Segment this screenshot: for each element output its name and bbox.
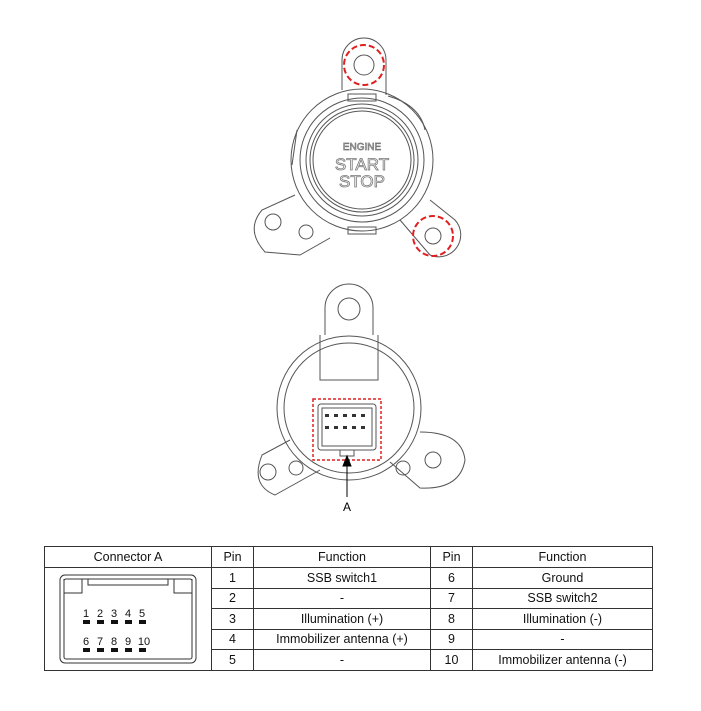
pin-function: Immobilizer antenna (-) [472, 649, 653, 671]
pin-number: 1 [211, 567, 254, 589]
connector-a-diagram: 1 2 3 4 5 6 7 8 9 10 [58, 573, 198, 665]
highlight-circle-top [343, 44, 385, 86]
pin-function: - [253, 649, 431, 671]
pin-function: Illumination (+) [253, 608, 431, 630]
pin-function: SSB switch1 [253, 567, 431, 589]
table-header-row: Connector A Pin Function Pin Function [44, 546, 653, 568]
pin-function: SSB switch2 [472, 587, 653, 609]
table-row: 1 2 3 4 5 6 7 8 9 10 1 SSB switch1 6 Gro… [44, 567, 653, 671]
pin-label: 8 [111, 636, 117, 648]
switch-drawing: ENGINE START STOP A [253, 37, 466, 514]
pin-function: Illumination (-) [472, 608, 653, 630]
header-pin: Pin [211, 546, 254, 568]
table-row: 5 - 10 Immobilizer antenna (-) [45, 649, 653, 671]
pin-number: 9 [430, 628, 473, 650]
pin-label: 7 [97, 636, 103, 648]
pin-function: Immobilizer antenna (+) [253, 628, 431, 650]
pin-number: 3 [211, 608, 254, 630]
pin-number: 7 [430, 587, 473, 609]
pin-label: 4 [125, 608, 131, 620]
pin-function: - [253, 587, 431, 609]
connector-diagram-cell: 1 2 3 4 5 6 7 8 9 10 [44, 567, 212, 671]
pin-label: 2 [97, 608, 103, 620]
pin-number: 5 [211, 649, 254, 671]
start-label: START [335, 155, 389, 174]
callout-a-label: A [343, 500, 351, 514]
header-connector: Connector A [44, 546, 212, 568]
engine-label: ENGINE [343, 142, 382, 153]
front-view: ENGINE START STOP [253, 37, 462, 258]
pin-number: 10 [430, 649, 473, 671]
header-function: Function [472, 546, 653, 568]
pin-number: 2 [211, 587, 254, 609]
pin-label: 10 [138, 636, 150, 648]
pin-number: 8 [430, 608, 473, 630]
pin-label: 9 [125, 636, 131, 648]
header-function: Function [253, 546, 431, 568]
pin-function: - [472, 628, 653, 650]
pin-number: 6 [430, 567, 473, 589]
header-pin: Pin [430, 546, 473, 568]
pin-label: 3 [111, 608, 117, 620]
table-row: 4 Immobilizer antenna (+) 9 - [45, 628, 653, 650]
pin-function: Ground [472, 567, 653, 589]
pin-label: 6 [83, 636, 89, 648]
rear-view: A [257, 283, 466, 514]
pin-label: 1 [83, 608, 89, 620]
pin-label: 5 [139, 608, 145, 620]
connector-pin-table: Connector A Pin Function Pin Function 1 … [44, 546, 653, 671]
stop-label: STOP [339, 172, 385, 191]
highlight-circle-right [412, 215, 454, 257]
pin-number: 4 [211, 628, 254, 650]
